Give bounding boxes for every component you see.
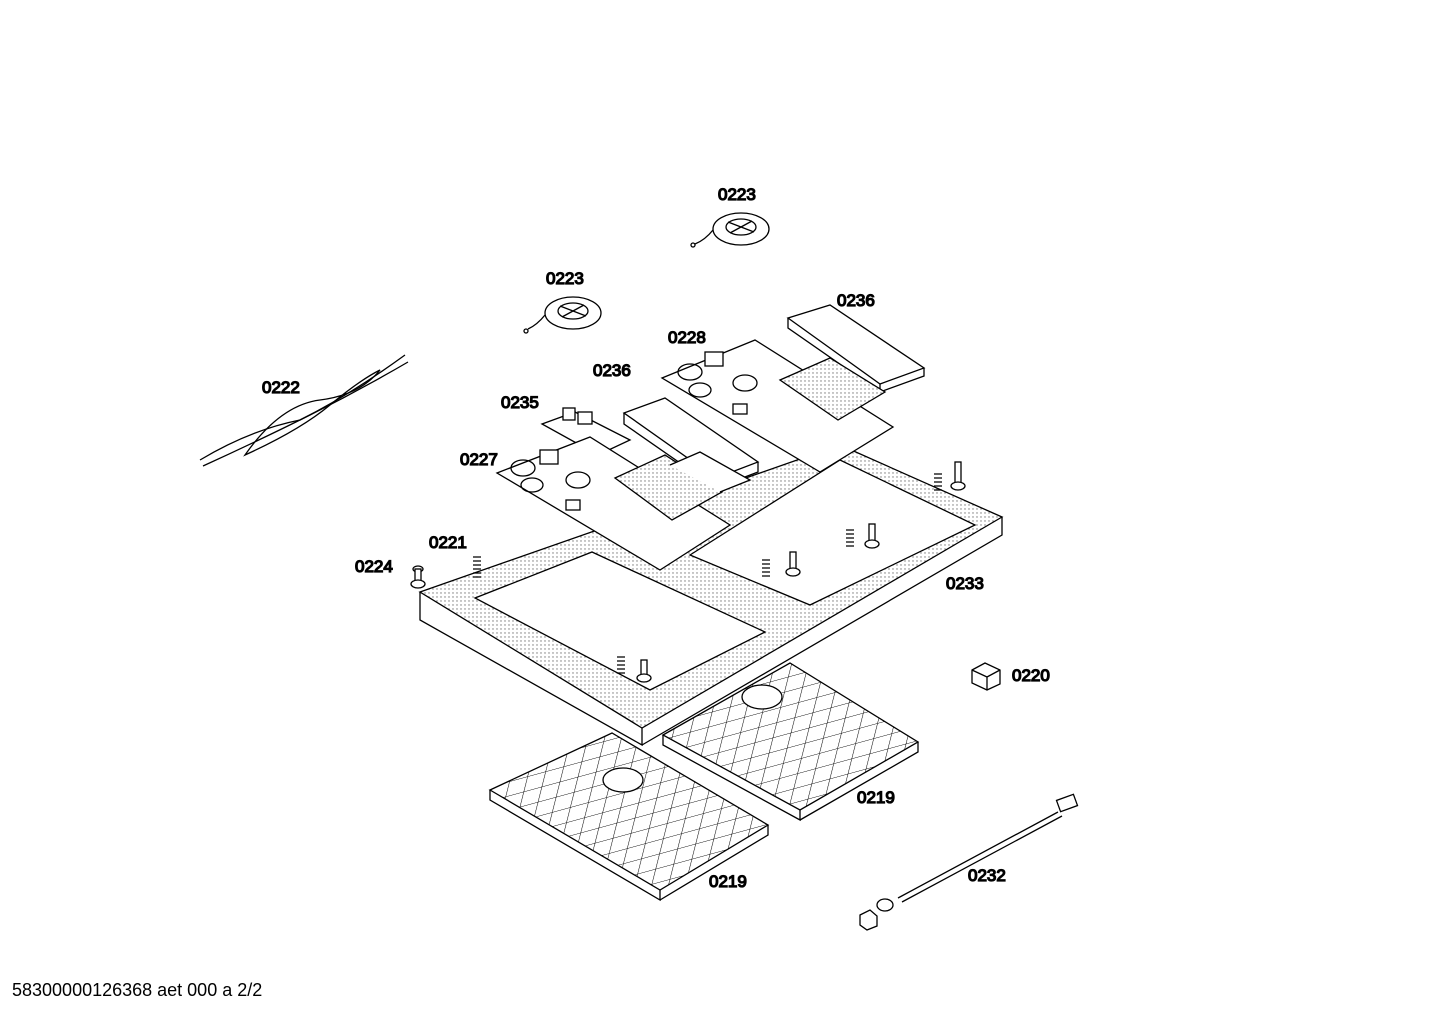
label-0219-left: 0219 — [709, 872, 747, 891]
tray-0219-left — [488, 732, 770, 902]
control-board-0228 — [660, 339, 895, 473]
label-0219-right: 0219 — [857, 788, 895, 807]
fan-0223-middle — [523, 296, 602, 334]
document-footer-code: 58300000126368 aet 000 a 2/2 — [12, 980, 263, 1000]
spring-0221 — [473, 556, 481, 578]
label-0224: 0224 — [355, 557, 393, 576]
cable-0222 — [199, 354, 409, 467]
label-0221: 0221 — [429, 533, 467, 552]
spring-pins — [617, 461, 966, 683]
callout-labels: 0223 0223 0236 0228 0236 0222 0235 0227 … — [261, 184, 1050, 891]
label-0228: 0228 — [668, 328, 706, 347]
label-0223-middle: 0223 — [546, 269, 584, 288]
connector-0220 — [971, 662, 1001, 691]
label-0223-top: 0223 — [718, 185, 756, 204]
fan-0223-top — [690, 212, 770, 248]
label-0222: 0222 — [262, 378, 300, 397]
label-0220: 0220 — [1012, 666, 1050, 685]
label-0236-right: 0236 — [837, 291, 875, 310]
cable-0232 — [859, 793, 1079, 931]
tray-0219-right — [661, 662, 920, 822]
label-0232: 0232 — [968, 866, 1006, 885]
frame-0233 — [418, 444, 1004, 747]
label-0227: 0227 — [460, 450, 498, 469]
label-0235: 0235 — [501, 393, 539, 412]
label-0236-left: 0236 — [593, 361, 631, 380]
label-0233: 0233 — [946, 574, 984, 593]
pin-0224 — [410, 565, 426, 589]
control-board-0227 — [495, 436, 752, 571]
